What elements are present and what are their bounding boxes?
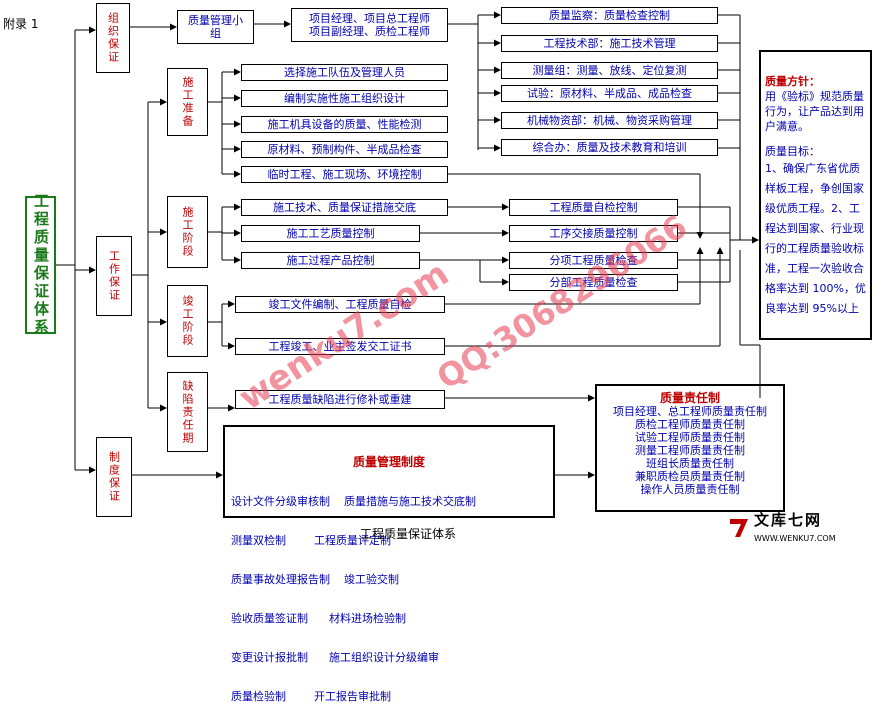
qms-line: 测量双检制 工程质量评定制 xyxy=(231,534,391,547)
dept-survey: 测量组：测量、放线、定位复测 xyxy=(501,62,718,79)
qms-line: 质量检验制 开工报告审批制 xyxy=(231,690,391,703)
check-division: 分部工程质量检查 xyxy=(509,274,678,291)
check-self: 工程质量自检控制 xyxy=(509,199,678,216)
phase-stage: 施工阶段 xyxy=(167,196,208,268)
stage-item-1: 施工技术、质量保证措施交底 xyxy=(241,199,448,216)
logo-name: 文库七网 xyxy=(754,511,823,529)
completion-item-1: 竣工文件编制、工程质量自检 xyxy=(235,296,445,313)
resp-title: 质量责任制 xyxy=(659,391,720,405)
prep-item-3: 施工机具设备的质量、性能检测 xyxy=(241,116,448,133)
prep-item-4: 原材料、预制构件、半成品检查 xyxy=(241,141,448,158)
figure-caption: 工程质量保证体系 xyxy=(360,527,457,541)
dept-testing: 试验：原材料、半成品、成品检查 xyxy=(501,85,718,102)
wenku-logo: 文库七网 WWW.WENKU7.COM xyxy=(728,511,878,544)
policy-title: 质量方针： xyxy=(765,75,820,88)
stage-item-3: 施工过程产品控制 xyxy=(241,252,420,269)
resp-line: 项目经理、总工程师质量责任制 xyxy=(613,405,767,418)
resp-line: 测量工程师质量责任制 xyxy=(635,444,745,457)
managers-line-1: 项目经理、项目总工程师 xyxy=(309,12,430,25)
quality-goal-box: 质量方针： 用《验标》规范质量行为，让产品达到用户满意。 质量目标： 1、确保广… xyxy=(759,50,872,340)
qms-line: 设计文件分级审核制 质量措施与施工技术交底制 xyxy=(231,495,476,508)
dept-general-office: 综合办：质量及技术教育和培训 xyxy=(501,139,718,156)
appendix-label: 附录 1 xyxy=(3,17,39,31)
root-node: 工程质量保证体系 xyxy=(25,193,56,337)
phase-defect: 缺陷责任期 xyxy=(167,372,208,452)
resp-line: 操作人员质量责任制 xyxy=(640,483,740,496)
dept-quality-inspection: 质量监察：质量检查控制 xyxy=(501,7,718,24)
dept-engineering: 工程技术部：施工技术管理 xyxy=(501,35,718,52)
resp-line: 班组长质量责任制 xyxy=(646,457,734,470)
quality-group: 质量管理小组 xyxy=(177,10,254,44)
prep-item-2: 编制实施性施工组织设计 xyxy=(241,90,448,107)
managers-line-2: 项目副经理、质检工程师 xyxy=(309,25,430,38)
branch-org: 组织保证 xyxy=(96,3,130,73)
target-title: 质量目标： xyxy=(765,145,820,158)
logo-seven-icon xyxy=(730,519,748,537)
connector-lines xyxy=(55,11,761,479)
resp-line: 兼职质检员质量责任制 xyxy=(635,470,745,483)
branch-system: 制度保证 xyxy=(96,437,132,517)
target-text: 1、确保广东省优质样板工程，争创国家级优质工程。2、工程达到国家、行业现行的工程… xyxy=(765,162,866,315)
logo-url: WWW.WENKU7.COM xyxy=(754,534,836,543)
qms-title: 质量管理制度 xyxy=(352,455,425,469)
dept-machinery: 机械物资部：机械、物资采购管理 xyxy=(501,112,718,129)
phase-completion: 竣工阶段 xyxy=(167,285,208,357)
check-handover: 工序交接质量控制 xyxy=(509,225,678,242)
branch-work: 工作保证 xyxy=(96,236,132,316)
defect-item: 工程质量缺陷进行修补或重建 xyxy=(235,390,445,409)
qms-line: 验收质量签证制 材料进场检验制 xyxy=(231,612,406,625)
policy-text: 用《验标》规范质量行为，让产品达到用户满意。 xyxy=(765,90,864,133)
prep-item-5: 临时工程、施工现场、环境控制 xyxy=(241,166,448,183)
qms-line: 变更设计报批制 施工组织设计分级编审 xyxy=(231,651,439,664)
prep-item-1: 选择施工队伍及管理人员 xyxy=(241,64,448,81)
phase-prep: 施工准备 xyxy=(167,68,208,136)
qms-box: 质量管理制度 设计文件分级审核制 质量措施与施工技术交底制 测量双检制 工程质量… xyxy=(223,425,555,703)
completion-item-2: 工程竣工、业主签发交工证书 xyxy=(235,338,445,355)
resp-line: 试验工程师质量责任制 xyxy=(635,431,745,444)
stage-item-2: 施工工艺质量控制 xyxy=(241,225,420,242)
resp-line: 质检工程师质量责任制 xyxy=(635,418,745,431)
qms-line: 质量事故处理报告制 竣工验交制 xyxy=(231,573,399,586)
managers-box: 项目经理、项目总工程师 项目副经理、质检工程师 xyxy=(291,8,448,42)
responsibility-box: 质量责任制 项目经理、总工程师质量责任制 质检工程师质量责任制 试验工程师质量责… xyxy=(595,384,785,512)
check-subitem: 分项工程质量检查 xyxy=(509,252,678,269)
